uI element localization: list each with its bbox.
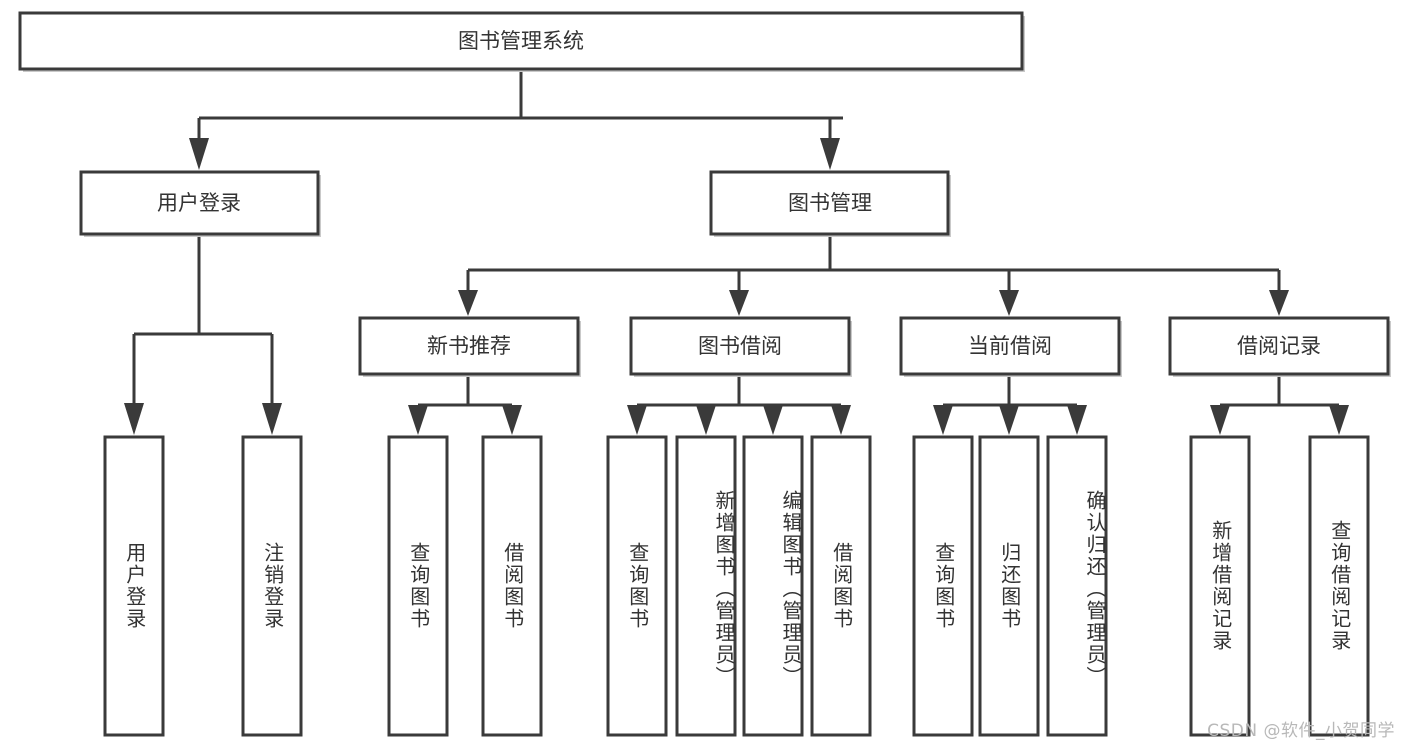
leaf-box-return-book[interactable] xyxy=(978,435,1040,737)
leaf-box-add-book[interactable] xyxy=(675,435,737,737)
node-root-label: 图书管理系统 xyxy=(458,29,584,53)
node-book-manage[interactable]: 图书管理 xyxy=(709,170,951,237)
arrow-head-borrow-record xyxy=(1269,290,1289,316)
arrow-head-leaf-edit-book xyxy=(763,405,783,435)
node-new-book-rec-label: 新书推荐 xyxy=(427,334,511,358)
leaf-box-add-record[interactable] xyxy=(1189,435,1251,737)
arrow-head-leaf-return-book xyxy=(999,405,1019,435)
arrow-head-leaf-confirm-return xyxy=(1067,405,1087,435)
leaf-box-borrow-book-2[interactable] xyxy=(810,435,872,737)
node-borrow-record-box[interactable] xyxy=(1168,316,1390,376)
arrow-head-leaf-user-login xyxy=(124,403,144,435)
node-book-borrow[interactable]: 图书借阅 xyxy=(629,316,852,377)
node-root-box[interactable] xyxy=(18,11,1024,71)
arrow-head-book-manage xyxy=(820,138,840,170)
node-root[interactable]: 图书管理系统 xyxy=(18,11,1025,72)
leaf-box-confirm-return[interactable] xyxy=(1046,435,1108,737)
arrow-head-leaf-add-record xyxy=(1210,405,1230,435)
node-book-borrow-box[interactable] xyxy=(629,316,851,376)
leaf-box-query-book-3[interactable] xyxy=(912,435,974,737)
leaf-box-query-book-2[interactable] xyxy=(606,435,668,737)
node-borrow-record-label: 借阅记录 xyxy=(1237,334,1321,358)
connectors xyxy=(124,69,1349,435)
node-user-login-label: 用户登录 xyxy=(157,191,241,215)
node-current-borrow-box[interactable] xyxy=(899,316,1121,376)
leaf-box-edit-book[interactable] xyxy=(742,435,804,737)
leaf-box-query-book-1[interactable] xyxy=(387,435,449,737)
arrow-head-leaf-add-book xyxy=(696,405,716,435)
arrow-head-leaf-query-record xyxy=(1329,405,1349,435)
leaf-box-user-logout[interactable] xyxy=(241,435,303,737)
node-new-book-rec[interactable]: 新书推荐 xyxy=(358,316,581,377)
node-current-borrow[interactable]: 当前借阅 xyxy=(899,316,1122,377)
arrow-head-leaf-borrow-book-2 xyxy=(831,405,851,435)
arrow-head-user-login xyxy=(189,138,209,170)
node-borrow-record[interactable]: 借阅记录 xyxy=(1168,316,1391,377)
node-new-book-rec-box[interactable] xyxy=(358,316,580,376)
leaf-box-user-login[interactable] xyxy=(103,435,165,737)
node-user-login[interactable]: 用户登录 xyxy=(79,170,321,237)
node-book-manage-label: 图书管理 xyxy=(788,191,872,215)
csdn-watermark: CSDN @软件_小贺同学 xyxy=(1207,721,1395,741)
node-book-manage-box[interactable] xyxy=(709,170,950,236)
arrow-head-leaf-query-book-2 xyxy=(627,405,647,435)
arrow-head-new-book-rec xyxy=(458,290,478,316)
node-current-borrow-label: 当前借阅 xyxy=(968,334,1052,358)
node-book-borrow-label: 图书借阅 xyxy=(698,334,782,358)
arrow-head-leaf-query-book-1 xyxy=(408,405,428,435)
arrow-head-book-borrow xyxy=(729,290,749,316)
leaf-box-borrow-book-1[interactable] xyxy=(481,435,543,737)
leaf-boxes xyxy=(103,435,1370,737)
arrow-head-leaf-user-logout xyxy=(262,403,282,435)
leaf-box-query-record[interactable] xyxy=(1308,435,1370,737)
node-user-login-box[interactable] xyxy=(79,170,320,236)
arrow-head-leaf-query-book-3 xyxy=(933,405,953,435)
arrow-head-leaf-borrow-book-1 xyxy=(502,405,522,435)
arrow-head-current-borrow xyxy=(999,290,1019,316)
